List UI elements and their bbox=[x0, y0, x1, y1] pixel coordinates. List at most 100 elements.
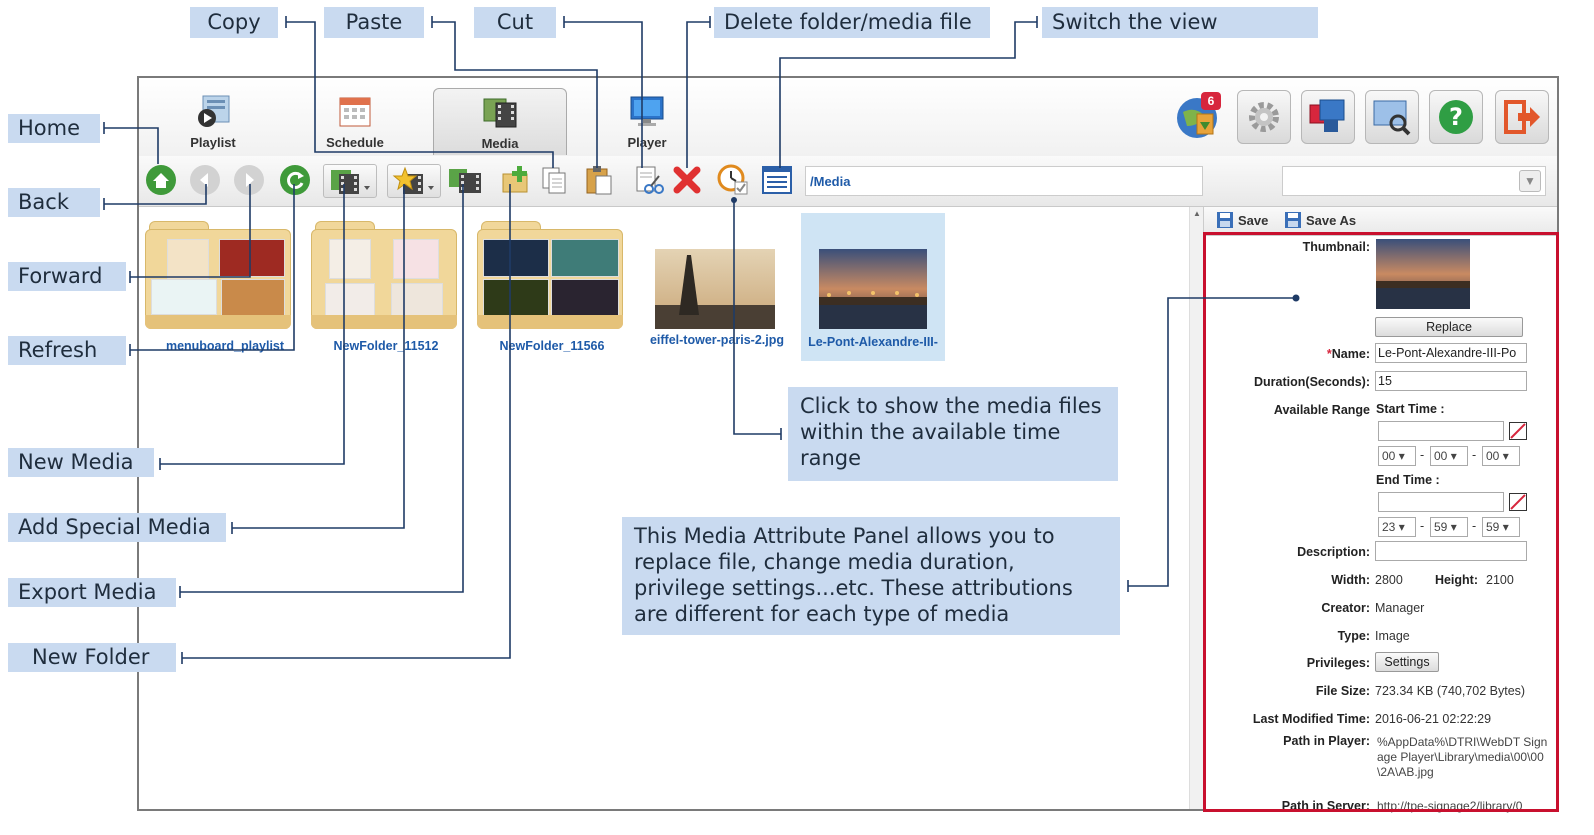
start-minute-select[interactable]: 00 ▾ bbox=[1430, 446, 1468, 466]
item-label: NewFolder_11512 bbox=[333, 339, 439, 353]
display-group-button[interactable] bbox=[1301, 90, 1355, 144]
file-size-label: File Size: bbox=[1315, 684, 1370, 698]
tab-schedule[interactable]: Schedule bbox=[289, 88, 421, 154]
add-special-media-button[interactable] bbox=[387, 164, 441, 198]
privilege-settings-button[interactable]: Settings bbox=[1375, 652, 1439, 672]
delete-button[interactable] bbox=[671, 164, 703, 196]
creator-value: Manager bbox=[1375, 601, 1425, 615]
tab-player[interactable]: Player bbox=[581, 88, 713, 154]
callout-cut: Cut bbox=[474, 7, 556, 38]
calendar-icon bbox=[339, 97, 371, 127]
image-item[interactable]: eiffel-tower-paris-2.jpg bbox=[647, 235, 787, 347]
paste-button[interactable] bbox=[583, 164, 615, 196]
new-folder-icon bbox=[502, 166, 528, 193]
callout-switch-view: Switch the view bbox=[1042, 7, 1318, 38]
description-input[interactable] bbox=[1375, 541, 1527, 561]
item-label: eiffel-tower-paris-2.jpg bbox=[649, 333, 785, 347]
grid-scrollbar[interactable]: ▲ bbox=[1189, 207, 1204, 809]
path-in-server-label: Path in Server: bbox=[1281, 799, 1370, 813]
time-range-button[interactable] bbox=[717, 164, 749, 196]
folder-item[interactable]: NewFolder_11512 bbox=[311, 221, 457, 353]
help-button[interactable]: ? bbox=[1429, 90, 1483, 144]
replace-button[interactable]: Replace bbox=[1375, 317, 1523, 337]
export-media-button[interactable] bbox=[447, 164, 485, 196]
start-hour-select[interactable]: 00 ▾ bbox=[1378, 446, 1416, 466]
media-grid: menuboard_playlist NewFolder_11512 bbox=[139, 207, 1203, 809]
tab-label: Playlist bbox=[190, 135, 236, 150]
callout-delete: Delete folder/media file bbox=[714, 7, 990, 38]
scroll-up-icon[interactable]: ▲ bbox=[1193, 209, 1201, 218]
image-item-selected[interactable]: Le-Pont-Alexandre-III- bbox=[801, 213, 945, 361]
switch-view-button[interactable] bbox=[761, 164, 793, 196]
start-minute-value: 00 bbox=[1434, 449, 1448, 463]
cut-icon bbox=[636, 166, 664, 194]
screens-icon bbox=[1309, 99, 1345, 132]
settings-button[interactable] bbox=[1237, 90, 1291, 144]
logout-icon bbox=[1504, 100, 1540, 134]
new-folder-button[interactable] bbox=[501, 164, 533, 196]
folder-item[interactable]: menuboard_playlist bbox=[145, 221, 291, 353]
end-second-value: 59 bbox=[1486, 520, 1500, 534]
preview-button[interactable] bbox=[1365, 90, 1419, 144]
width-label: Width: bbox=[1331, 573, 1370, 587]
height-label: Height: bbox=[1434, 573, 1478, 587]
start-hour-value: 00 bbox=[1382, 449, 1396, 463]
start-second-select[interactable]: 00 ▾ bbox=[1482, 446, 1520, 466]
refresh-icon bbox=[280, 165, 310, 195]
clear-start-icon[interactable] bbox=[1509, 422, 1527, 440]
refresh-button[interactable] bbox=[279, 164, 311, 196]
svg-text:?: ? bbox=[1449, 103, 1463, 131]
forward-button[interactable] bbox=[233, 164, 265, 196]
folder-icon bbox=[311, 221, 457, 329]
start-date-input[interactable] bbox=[1378, 421, 1504, 441]
filter-icon[interactable]: ▼ bbox=[1519, 170, 1541, 192]
copy-button[interactable] bbox=[539, 164, 571, 196]
end-minute-select[interactable]: 59 ▾ bbox=[1430, 517, 1468, 537]
end-second-select[interactable]: 59 ▾ bbox=[1482, 517, 1520, 537]
end-date-input[interactable] bbox=[1378, 492, 1504, 512]
filter-field[interactable]: ▼ bbox=[1282, 166, 1546, 196]
tab-label: Schedule bbox=[326, 135, 384, 150]
top-navigation-bar: Playlist Schedule Media bbox=[139, 78, 1557, 157]
available-range-label: Available Range bbox=[1273, 403, 1370, 417]
time-separator: - bbox=[1472, 519, 1477, 533]
notifications-button[interactable]: 6 bbox=[1175, 92, 1225, 142]
end-hour-select[interactable]: 23 ▾ bbox=[1378, 517, 1416, 537]
callout-export-media: Export Media bbox=[8, 578, 176, 607]
callout-attribute-panel: This Media Attribute Panel allows you to… bbox=[622, 517, 1120, 635]
home-button[interactable] bbox=[145, 164, 177, 196]
back-button[interactable] bbox=[189, 164, 221, 196]
end-time-label: End Time : bbox=[1376, 473, 1440, 487]
item-label: Le-Pont-Alexandre-III- bbox=[808, 335, 938, 349]
time-separator: - bbox=[1472, 448, 1477, 462]
back-arrow-icon bbox=[190, 165, 220, 195]
logout-button[interactable] bbox=[1495, 90, 1549, 144]
duration-input[interactable]: 15 bbox=[1375, 371, 1527, 391]
list-view-icon bbox=[762, 166, 792, 194]
name-input[interactable]: Le-Pont-Alexandre-III-Po bbox=[1375, 343, 1527, 363]
folder-item[interactable]: NewFolder_11566 bbox=[477, 221, 623, 353]
privileges-label: Privileges: bbox=[1306, 656, 1370, 670]
path-in-player-label: Path in Player: bbox=[1283, 734, 1370, 748]
tab-playlist[interactable]: Playlist bbox=[147, 88, 279, 154]
item-label: NewFolder_11566 bbox=[499, 339, 605, 353]
current-path-field[interactable]: /Media bbox=[805, 166, 1203, 196]
notification-badge: 6 bbox=[1201, 92, 1221, 110]
save-as-button[interactable]: Save As bbox=[1284, 211, 1364, 231]
height-value: 2100 bbox=[1486, 573, 1514, 587]
tab-media[interactable]: Media bbox=[433, 88, 567, 155]
callout-back: Back bbox=[8, 188, 100, 217]
export-media-icon bbox=[449, 169, 481, 193]
cut-button[interactable] bbox=[633, 164, 665, 196]
monitor-search-icon bbox=[1373, 100, 1411, 136]
callout-paste: Paste bbox=[324, 7, 424, 38]
help-icon: ? bbox=[1439, 100, 1473, 134]
forward-arrow-icon bbox=[234, 165, 264, 195]
type-value: Image bbox=[1375, 629, 1410, 643]
clear-end-icon[interactable] bbox=[1509, 493, 1527, 511]
home-icon bbox=[146, 165, 176, 195]
new-media-button[interactable] bbox=[323, 164, 377, 198]
pont-alexandre-thumbnail bbox=[819, 249, 927, 329]
file-size-value: 723.34 KB (740,702 Bytes) bbox=[1375, 684, 1526, 698]
thumbnail-label: Thumbnail: bbox=[1302, 240, 1370, 254]
